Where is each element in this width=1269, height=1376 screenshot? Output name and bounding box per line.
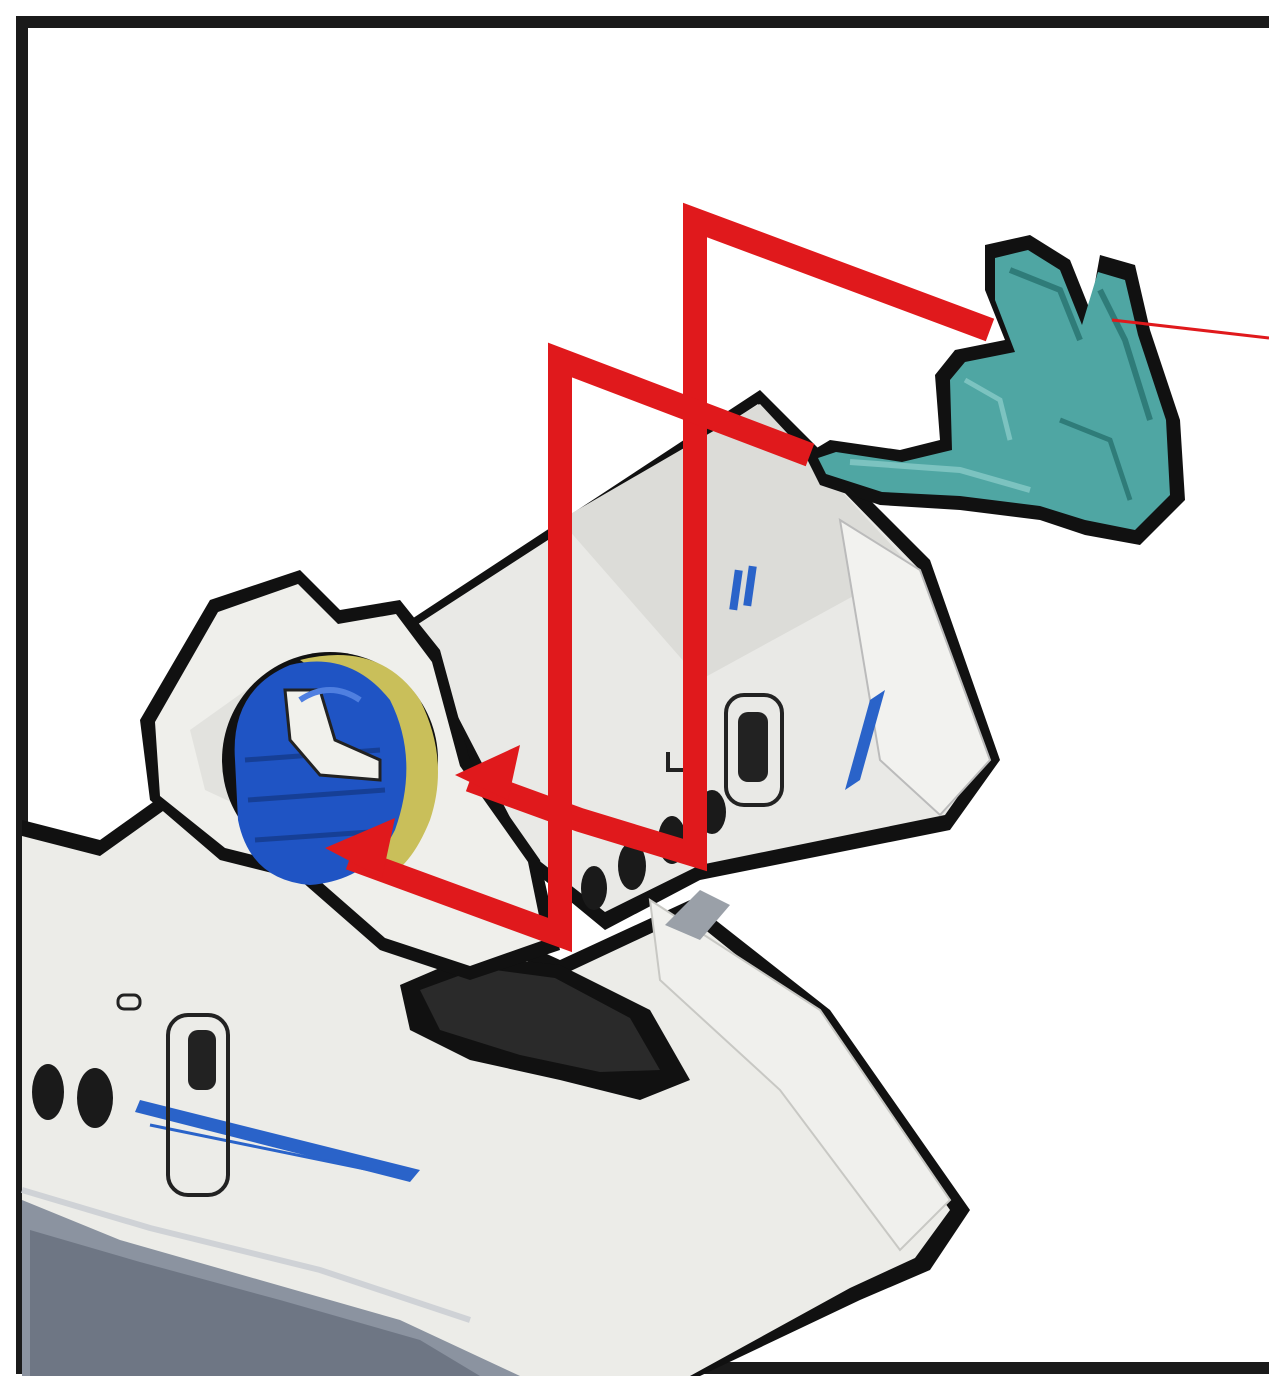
instruction-page bbox=[0, 0, 1269, 1376]
instruction-panel bbox=[0, 0, 1269, 1376]
